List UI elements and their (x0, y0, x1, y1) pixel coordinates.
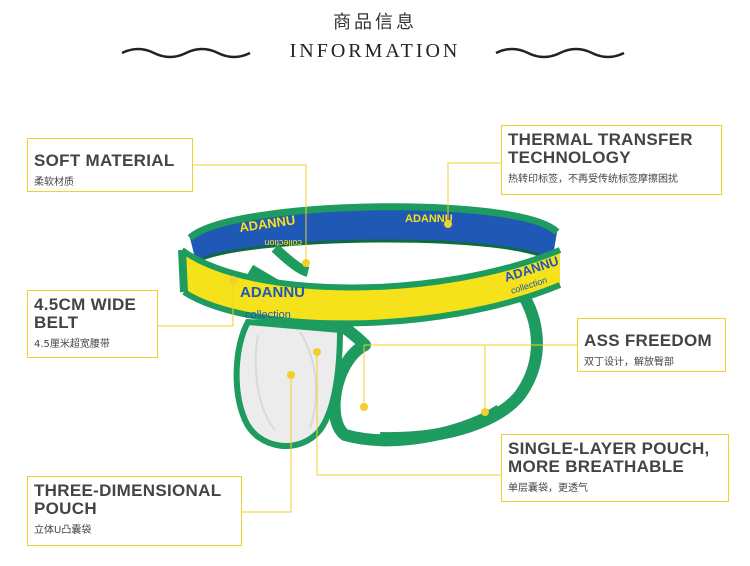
ass-freedom-title: ASS FREEDOM (584, 331, 712, 350)
callout-ass-freedom: ASS FREEDOM 双丁设计，解放臀部 (577, 318, 726, 372)
callout-thermal-transfer: THERMAL TRANSFER TECHNOLOGY 热转印标签，不再受传统标… (501, 125, 722, 195)
left-wave-ornament (121, 47, 251, 59)
callout-wide-belt: 4.5CM WIDE BELT 4.5厘米超宽腰带 (27, 290, 158, 358)
callout-pouch: THREE-DIMENSIONAL POUCH 立体U凸囊袋 (27, 476, 242, 546)
belt-inner-lining (190, 206, 557, 262)
callout-soft-material: SOFT MATERIAL 柔软材质 (27, 138, 193, 192)
waistband-front (182, 250, 560, 324)
soft-material-title: SOFT MATERIAL (34, 151, 175, 170)
single-layer-title-line2: MORE BREATHABLE (508, 457, 685, 476)
single-layer-title-line1: SINGLE-LAYER POUCH, (508, 439, 710, 458)
ass-freedom-desc: 双丁设计，解放臀部 (584, 357, 674, 368)
title-chinese: 商品信息 (333, 12, 417, 33)
right-rear-strap (379, 286, 543, 445)
inner-label: ADANNU (405, 213, 453, 225)
front-collection-text: collection (245, 309, 291, 321)
right-wave-ornament (495, 47, 625, 59)
belt-title-line1: 4.5CM WIDE (34, 295, 137, 314)
belt-desc: 4.5厘米超宽腰带 (34, 339, 110, 350)
thermal-desc: 热转印标签，不再受传统标签摩擦困扰 (508, 174, 678, 185)
dot-thermal (444, 220, 452, 228)
thermal-title-line2: TECHNOLOGY (508, 148, 631, 167)
pouch-title-line2: POUCH (34, 499, 97, 518)
soft-material-desc: 柔软材质 (34, 177, 74, 188)
dot-ass-freedom-right (481, 408, 489, 416)
callout-single-layer: SINGLE-LAYER POUCH, MORE BREATHABLE 单层囊袋… (501, 434, 729, 502)
dot-pouch (287, 371, 295, 379)
front-brand-text: ADANNU (240, 284, 305, 301)
belt-title-line2: BELT (34, 313, 79, 332)
title-english: INFORMATION (289, 40, 461, 62)
page-header: 商品信息 INFORMATION (0, 0, 750, 80)
dot-ass-freedom-left (360, 403, 368, 411)
pouch-title-line1: THREE-DIMENSIONAL (34, 481, 222, 500)
dot-single-layer (313, 348, 321, 356)
dot-soft-material (302, 259, 310, 267)
back-collection-text: collection (264, 238, 302, 248)
dot-belt (229, 276, 237, 284)
pouch-desc: 立体U凸囊袋 (34, 525, 92, 536)
single-layer-desc: 单层囊袋，更透气 (508, 483, 588, 494)
thermal-title-line1: THERMAL TRANSFER (508, 130, 693, 149)
